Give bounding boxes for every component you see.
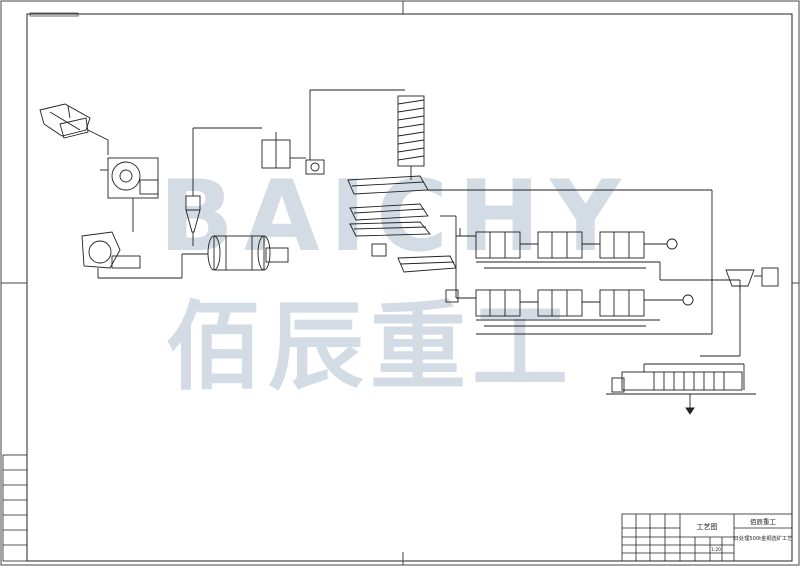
hammer-crusher: [81, 231, 182, 279]
pipes: [428, 189, 741, 335]
inner-frame: [26, 13, 793, 562]
watermark-chinese: 佰辰重工: [166, 291, 574, 403]
mixing-tank: [261, 132, 306, 169]
title-scale: 1:20: [711, 547, 721, 553]
title-project: 日处理500t金铜选矿工艺: [734, 534, 793, 542]
flotation-row-1: [456, 231, 678, 269]
feeder: [39, 103, 109, 155]
title-block-text: 佰辰重工 工艺图 日处理500t金铜选矿工艺 1:20: [697, 518, 793, 553]
side-table: [2, 454, 28, 562]
filter-press: [606, 363, 756, 415]
shaking-tables: [347, 175, 457, 273]
title-block: [621, 513, 793, 562]
spiral-chute: [397, 95, 425, 180]
ball-mill: [181, 235, 289, 278]
thickener: [700, 267, 779, 357]
watermark-latin: BAICHY: [159, 160, 631, 274]
equipment-drawings: [39, 89, 779, 415]
hydrocyclone: [185, 127, 262, 246]
pump-1: [305, 89, 405, 175]
title-company: 佰辰重工: [750, 518, 777, 526]
frame-corner-box: [29, 12, 79, 17]
title-drawing-type: 工艺图: [697, 523, 718, 531]
jaw-crusher: [100, 157, 159, 232]
watermark: BAICHY 佰辰重工: [159, 160, 631, 403]
flotation-row-2: [445, 289, 694, 327]
